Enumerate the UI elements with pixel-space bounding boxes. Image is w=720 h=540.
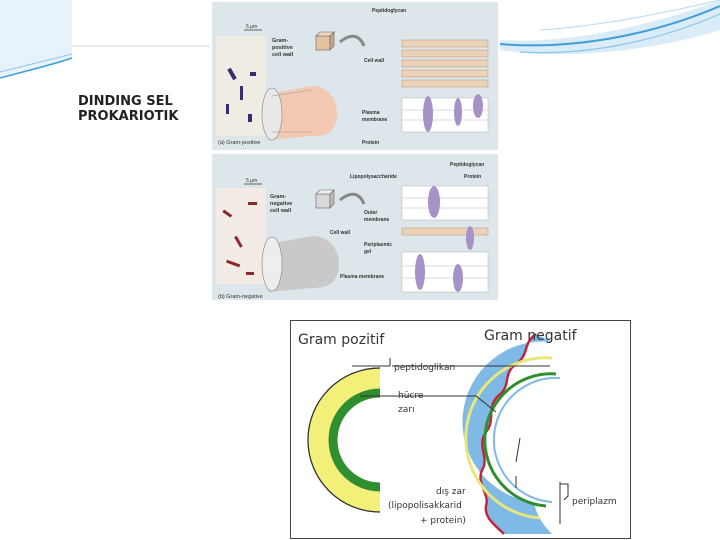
label-cell-wall-a: Cell wall: [364, 58, 385, 64]
label-outer-membrane: Outer membrane: [364, 210, 390, 223]
membrane-proteins-a: [423, 94, 483, 132]
gram-cell-wall-diagram: 5 µm Gram- positive cell wall Peptidogly…: [212, 2, 498, 300]
caption-a: (a) Gram-positive: [218, 140, 260, 146]
micrograph-rods-red: [222, 202, 257, 275]
title-gram-negatif: Gram negatif: [484, 328, 578, 344]
callout-gram-positive: Gram- positive cell wall: [272, 38, 294, 58]
label-peptidoglycan-a: Peptidoglycan: [372, 8, 406, 14]
slide-title-line1: DINDING SEL: [78, 94, 173, 109]
caption-b: (b) Gram-negative: [218, 294, 263, 300]
membrane-proteins-b: [415, 186, 474, 292]
cell-gram-negative: [261, 236, 340, 292]
micrograph-gram-negative: [216, 188, 266, 284]
wall-cube-a: [315, 31, 335, 51]
gram-comparison-drawing: Gram pozitif Gram negatif peptidoglikan …: [290, 320, 631, 539]
scale-label-b: 5 µm: [246, 178, 257, 184]
label-plasma-membrane-b: Plasma membrane: [340, 274, 384, 280]
title-gram-pozitif: Gram pozitif: [298, 332, 385, 348]
label-dis-zar: dış zar (lipopolisakkarid + protein): [388, 487, 469, 526]
scale-label-a: 5 µm: [246, 24, 257, 30]
callout-gram-negative: Gram- negative cell wall: [270, 194, 294, 214]
label-plasma-membrane-a: Plasma membrane: [362, 110, 388, 123]
label-peptidoglikan: peptidoglikan: [394, 363, 455, 373]
peptidoglycan-layers-a: [401, 39, 489, 88]
background-swoosh: [0, 0, 720, 79]
slide-title-line2: PROKARIOTIK: [78, 109, 179, 124]
label-protein-a: Protein: [362, 140, 379, 146]
label-hucre-zari: hücre zarı: [398, 391, 426, 415]
gram-negative-ring: [462, 333, 561, 535]
plasma-membrane-b: [401, 251, 489, 293]
label-protein-b: Protein: [464, 174, 481, 180]
label-cell-wall-b: Cell wall: [330, 230, 351, 236]
slide-title: DINDING SEL PROKARIOTIK: [78, 94, 178, 124]
gram-positive-ring: [307, 367, 381, 513]
micrograph-rods-purple: [226, 67, 256, 122]
label-periplazm: periplazm: [572, 497, 617, 507]
peptidoglycan-layer-b: [401, 227, 489, 236]
label-lipopolysaccharide: Lipopolysaccharide: [350, 174, 397, 180]
cell-gram-positive: [261, 86, 338, 141]
label-peptidoglycan-b: Peptidoglycan: [450, 162, 484, 168]
pointer-lines: [352, 358, 569, 524]
wall-cube-b: [315, 189, 335, 209]
label-periplasmic-gel: Periplasmic gel: [364, 242, 393, 255]
outer-membrane-b: [401, 185, 489, 221]
